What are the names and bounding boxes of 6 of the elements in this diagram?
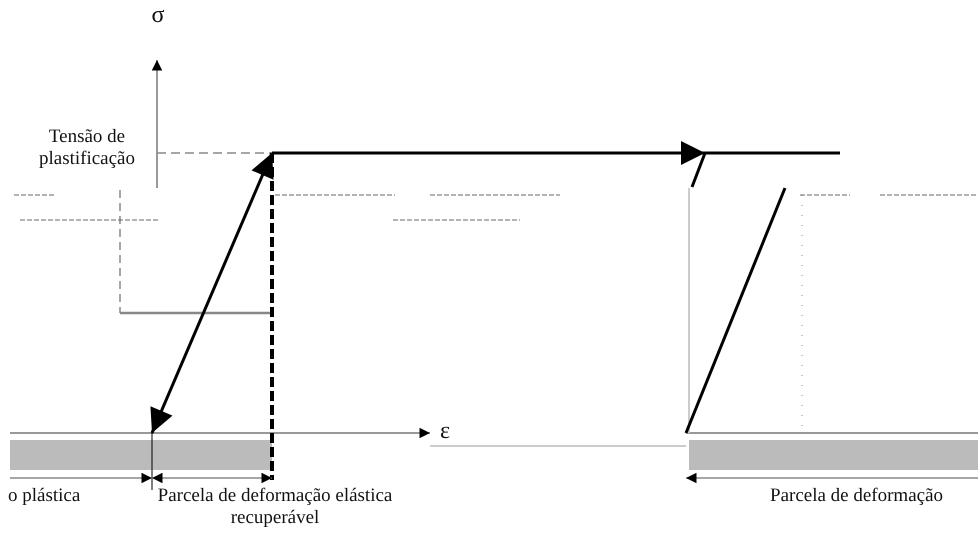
axis-label: ε (440, 418, 452, 446)
dimension-label: o plástica (8, 485, 82, 507)
axis-label: σ (150, 2, 166, 30)
dimension-label: Parcela de deformação (770, 485, 944, 507)
axis-value-label: Tensão de plastificação (38, 126, 136, 170)
dimension-label: Parcela de deformação elástica recuperável (156, 485, 394, 529)
